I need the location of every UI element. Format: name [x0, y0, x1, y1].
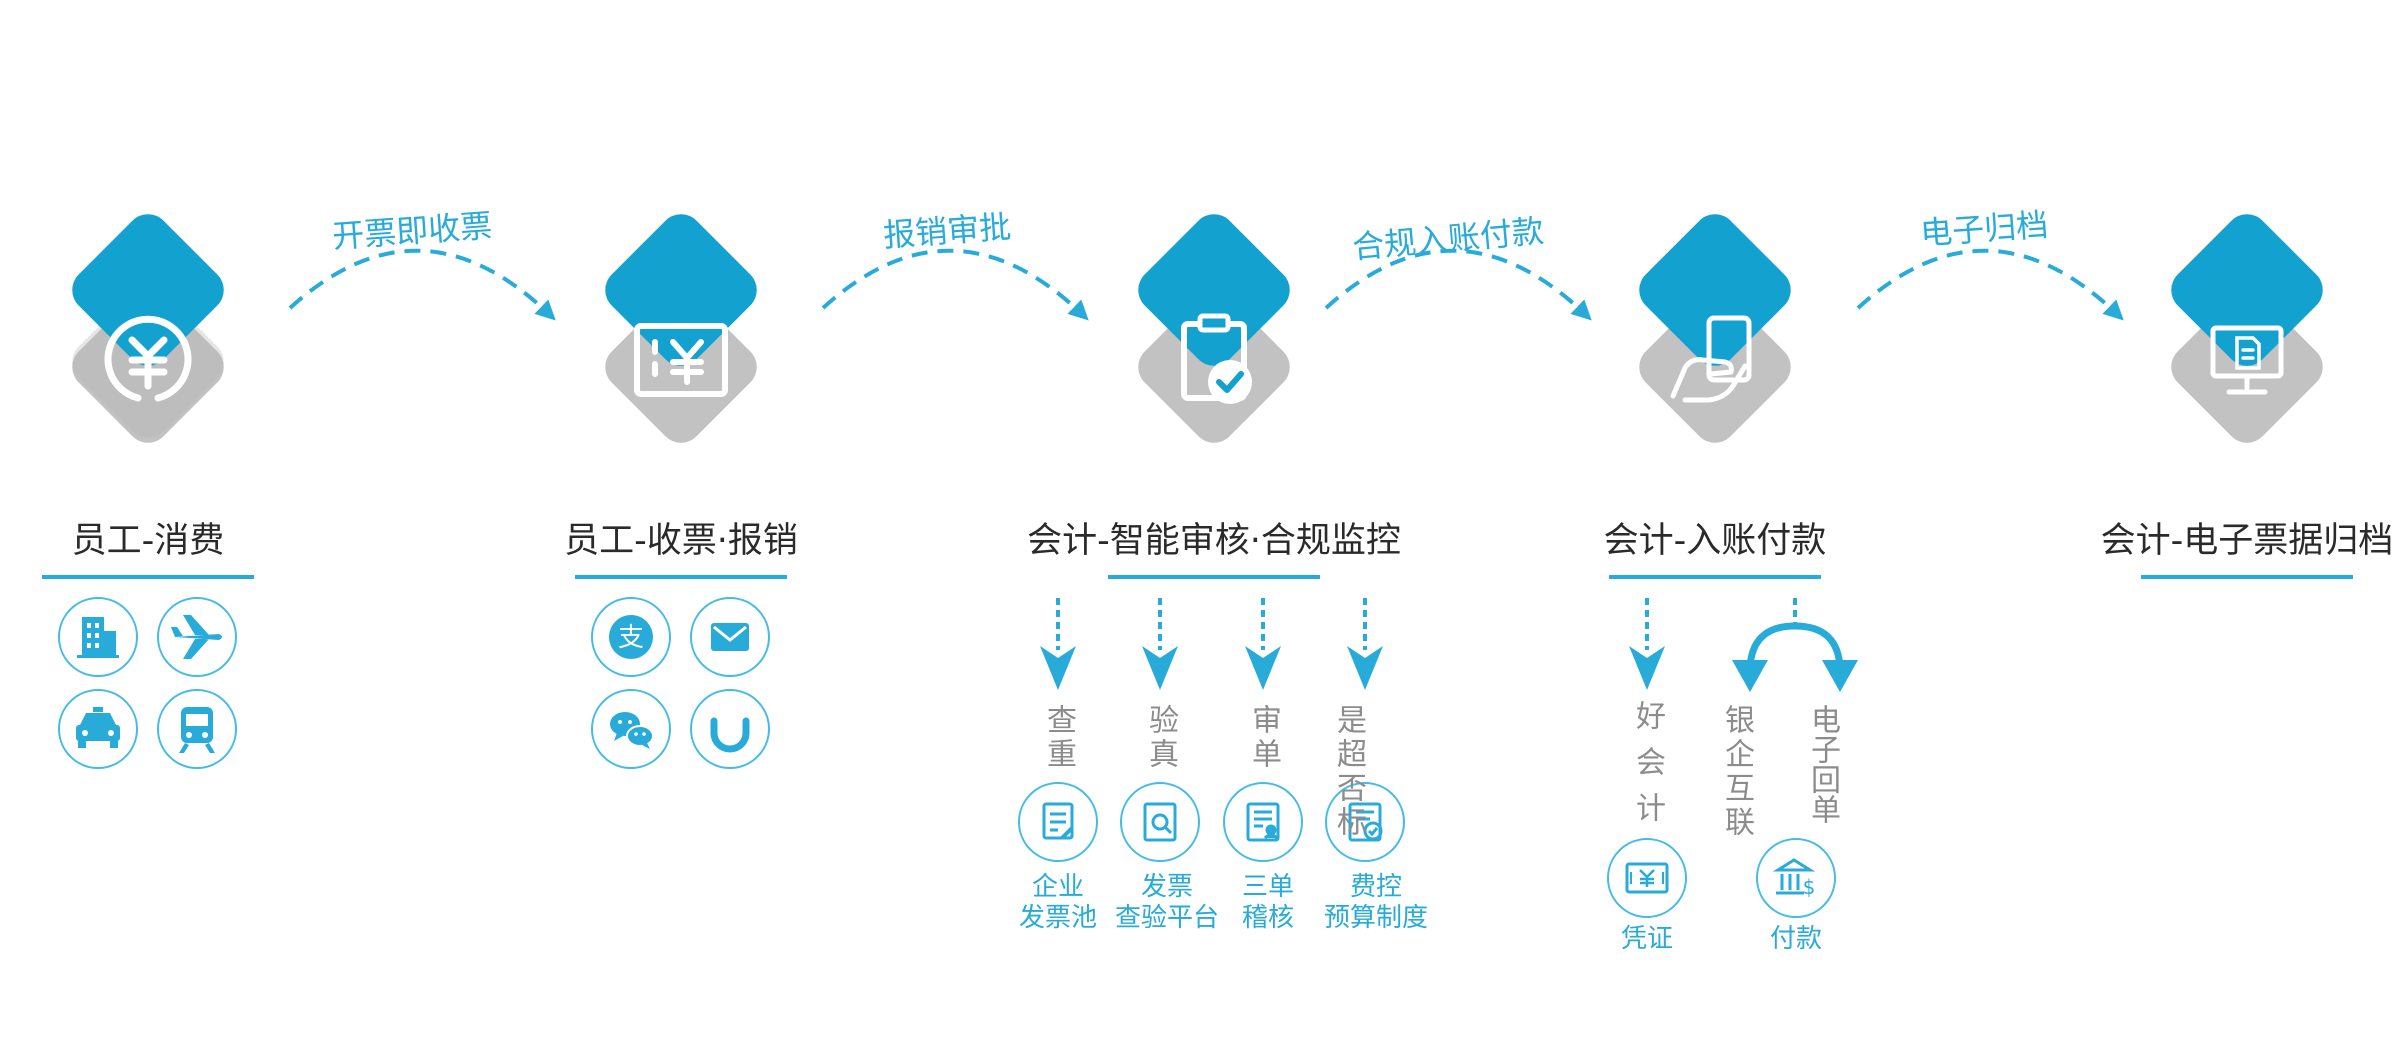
taxi-icon — [76, 707, 120, 748]
document-check-icon — [1348, 802, 1383, 842]
audit-caption-3: 三单 稽核 — [1242, 872, 1294, 934]
connector-label-2: 报销审批 — [882, 208, 1012, 255]
connector-label-3: 合规入账付款 — [1351, 212, 1546, 267]
payment-caption-1: 凭证 — [1620, 924, 1674, 954]
audit-caption-2-line-2: 查验平台 — [1114, 903, 1220, 933]
svg-text:支: 支 — [618, 623, 644, 653]
step-title-2: 员工-收票·报销 — [564, 521, 798, 561]
yuan-coin-icon — [104, 315, 192, 402]
payment-caption-2: 付款 — [1769, 924, 1823, 954]
voucher-icon — [1625, 862, 1669, 894]
step-underline-2 — [575, 575, 787, 579]
audit-label-4: 是超否标 — [1331, 704, 1366, 840]
audit-caption-2: 发票 查验平台 — [1115, 872, 1219, 934]
payment-down-arrow — [1629, 598, 1665, 690]
audit-caption-4: 费控 预算制度 — [1324, 872, 1428, 934]
audit-tool-4 — [1325, 782, 1405, 862]
building-icon-circle — [58, 597, 138, 677]
document-search-icon — [1143, 802, 1177, 842]
connector-arc-4 — [1856, 248, 2124, 321]
audit-tool-3 — [1223, 782, 1303, 862]
audit-down-arrow-3 — [1245, 598, 1281, 690]
wechat-icon — [610, 712, 654, 749]
step-underline-1 — [42, 575, 254, 579]
connector-arc-3 — [1324, 248, 1592, 321]
audit-label-1: 查重 — [1041, 704, 1076, 772]
audit-tool-1 — [1018, 782, 1098, 862]
clipboard-check-icon — [1181, 313, 1252, 404]
hand-card-icon — [1670, 315, 1752, 403]
notepad-icon — [1042, 802, 1074, 840]
mail-icon-circle — [690, 597, 770, 677]
audit-label-3: 审单 — [1246, 704, 1281, 772]
step-diamond-1 — [72, 214, 224, 443]
audit-label-2: 验真 — [1143, 704, 1178, 772]
audit-down-arrow-2 — [1142, 598, 1178, 690]
step-diamond-4 — [1639, 214, 1791, 443]
didi-icon — [710, 717, 750, 753]
payment-tool-2: $ — [1756, 838, 1836, 918]
audit-caption-1-line-2: 发票池 — [1018, 903, 1098, 933]
audit-caption-3-line-2: 稽核 — [1241, 903, 1295, 933]
form-user-icon — [1246, 802, 1280, 842]
building-icon — [77, 617, 119, 658]
payment-tool-1 — [1607, 838, 1687, 918]
computer-document-icon — [2210, 325, 2284, 395]
step-underline-3 — [1108, 575, 1320, 579]
step-title-3: 会计-智能审核·合规监控 — [1027, 521, 1401, 561]
audit-caption-2-line-1: 发票 — [1140, 872, 1194, 902]
step-title-5: 会计-电子票据归档 — [2100, 521, 2394, 561]
payment-label-3: 电子回单 — [1805, 704, 1840, 824]
audit-down-arrow-1 — [1040, 598, 1076, 690]
train-icon-circle — [157, 689, 237, 769]
alipay-icon-circle: 支 — [591, 597, 671, 677]
connector-arc-2 — [821, 248, 1089, 321]
bank-dollar-icon: $ — [1772, 858, 1816, 899]
train-icon — [179, 707, 215, 753]
connector-label-4: 电子归档 — [1919, 206, 2049, 253]
wechat-icon-circle — [591, 689, 671, 769]
audit-caption-1: 企业 发票池 — [1019, 872, 1097, 934]
connector-arc-1 — [288, 248, 556, 321]
payment-label-1: 好会计 — [1630, 700, 1665, 838]
taxi-icon-circle — [58, 689, 138, 769]
airplane-icon-circle — [157, 597, 237, 677]
payment-label-2: 银企互联 — [1719, 704, 1754, 840]
payment-split-arrow — [1732, 598, 1858, 692]
audit-caption-4-line-2: 预算制度 — [1323, 903, 1429, 933]
audit-caption-3-line-1: 三单 — [1241, 872, 1295, 902]
step-title-1: 员工-消费 — [71, 521, 225, 561]
audit-tool-2 — [1120, 782, 1200, 862]
step-underline-4 — [1609, 575, 1821, 579]
step-title-4: 会计-入账付款 — [1603, 521, 1827, 561]
audit-down-arrow-4 — [1347, 598, 1383, 690]
mail-icon — [711, 623, 749, 651]
connector-label-1: 开票即收票 — [331, 206, 493, 255]
svg-text:$: $ — [1803, 875, 1816, 899]
alipay-icon: 支 — [609, 615, 653, 659]
audit-caption-4-line-1: 费控 — [1349, 872, 1403, 902]
step-underline-5 — [2141, 575, 2353, 579]
airplane-icon — [171, 615, 222, 659]
didi-icon-circle — [690, 689, 770, 769]
invoice-ticket-icon — [634, 323, 728, 397]
audit-caption-1-line-1: 企业 — [1031, 872, 1085, 902]
